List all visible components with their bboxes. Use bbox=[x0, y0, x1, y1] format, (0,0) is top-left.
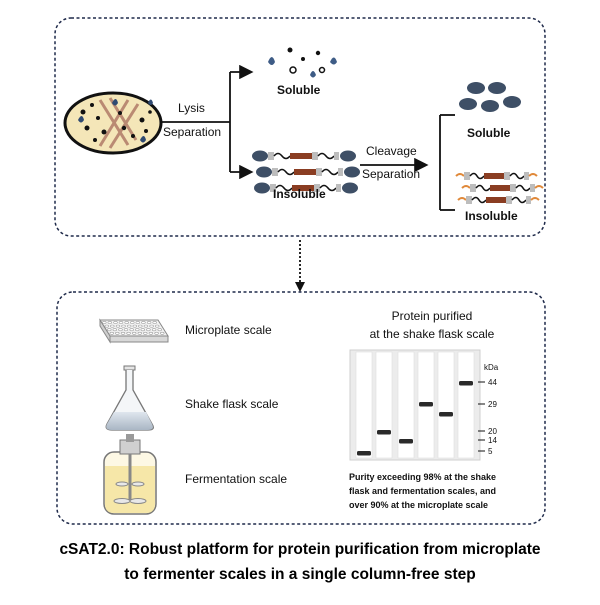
gel-marker-text: 20 bbox=[488, 427, 497, 436]
lysis-label: Lysis bbox=[178, 101, 205, 115]
gel-lane bbox=[437, 351, 455, 459]
separation-label: Separation bbox=[163, 125, 221, 139]
cleaved-row bbox=[461, 184, 544, 192]
scale-microplate-label: Microplate scale bbox=[185, 323, 272, 337]
gel-marker-text: 29 bbox=[488, 400, 497, 409]
protein-band bbox=[459, 381, 473, 386]
gel-lane bbox=[417, 351, 435, 459]
separation2-label: Separation bbox=[362, 167, 420, 181]
caption-line1: cSAT2.0: Robust platform for protein pur… bbox=[59, 541, 541, 558]
shake-flask-icon bbox=[105, 365, 154, 431]
cleavage-label: Cleavage bbox=[366, 144, 417, 158]
bacterial-cell bbox=[63, 91, 163, 155]
gel-lane bbox=[355, 351, 373, 459]
fusion-protein-row bbox=[256, 166, 360, 178]
purity-line2: flask and fermentation scales, and bbox=[349, 486, 496, 496]
gel-unit-label: kDa bbox=[484, 363, 499, 372]
soluble-particles bbox=[268, 47, 337, 78]
bottom-panel-border bbox=[56, 291, 546, 525]
protein-band bbox=[419, 402, 433, 407]
gel-marker: 44 bbox=[478, 378, 497, 387]
cleaved-row bbox=[457, 196, 540, 204]
insoluble-cleaved-cluster bbox=[455, 172, 544, 204]
fusion-protein-row bbox=[252, 150, 356, 162]
scale-fermentation-label: Fermentation scale bbox=[185, 472, 287, 486]
gel-marker-text: 44 bbox=[488, 378, 497, 387]
gel-marker-text: 5 bbox=[488, 447, 493, 456]
gel-marker: 14 bbox=[478, 436, 497, 445]
protein-band bbox=[439, 412, 453, 417]
gel-marker: 29 bbox=[478, 400, 497, 409]
soluble-right-label: Soluble bbox=[467, 126, 511, 140]
gel-marker: 5 bbox=[478, 447, 493, 456]
gel-lane bbox=[397, 351, 415, 459]
fusion-protein-row bbox=[254, 182, 358, 194]
soluble-upper-label: Soluble bbox=[277, 83, 321, 97]
cleavage-arrows bbox=[360, 114, 455, 211]
gel-lane bbox=[457, 351, 475, 459]
microplate-icon bbox=[99, 318, 169, 344]
gel-marker: 20 bbox=[478, 427, 497, 436]
caption-line2: to fermenter scales in a single column-f… bbox=[124, 566, 476, 583]
lysis-arrows bbox=[160, 64, 254, 180]
cleaved-row bbox=[455, 172, 538, 180]
scale-shake-flask-label: Shake flask scale bbox=[185, 397, 279, 411]
purity-line1: Purity exceeding 98% at the shake bbox=[349, 472, 496, 482]
sds-page-gel bbox=[349, 349, 481, 461]
gel-marker-text: 14 bbox=[488, 436, 497, 445]
connector-arrow bbox=[295, 240, 305, 292]
insoluble-right-label: Insoluble bbox=[465, 209, 518, 223]
purity-line3: over 90% at the microplate scale bbox=[349, 500, 488, 510]
gel-title-line1: Protein purified bbox=[392, 309, 473, 323]
protein-band bbox=[377, 430, 391, 435]
protein-band bbox=[399, 439, 413, 444]
protein-band bbox=[357, 451, 371, 456]
insoluble-mid-label: Insoluble bbox=[273, 187, 326, 201]
gel-title-line2: at the shake flask scale bbox=[370, 327, 495, 341]
gel-lane bbox=[375, 351, 393, 459]
fermenter-icon bbox=[103, 434, 157, 515]
insoluble-fusion-cluster bbox=[252, 150, 360, 194]
soluble-blobs bbox=[459, 82, 521, 112]
